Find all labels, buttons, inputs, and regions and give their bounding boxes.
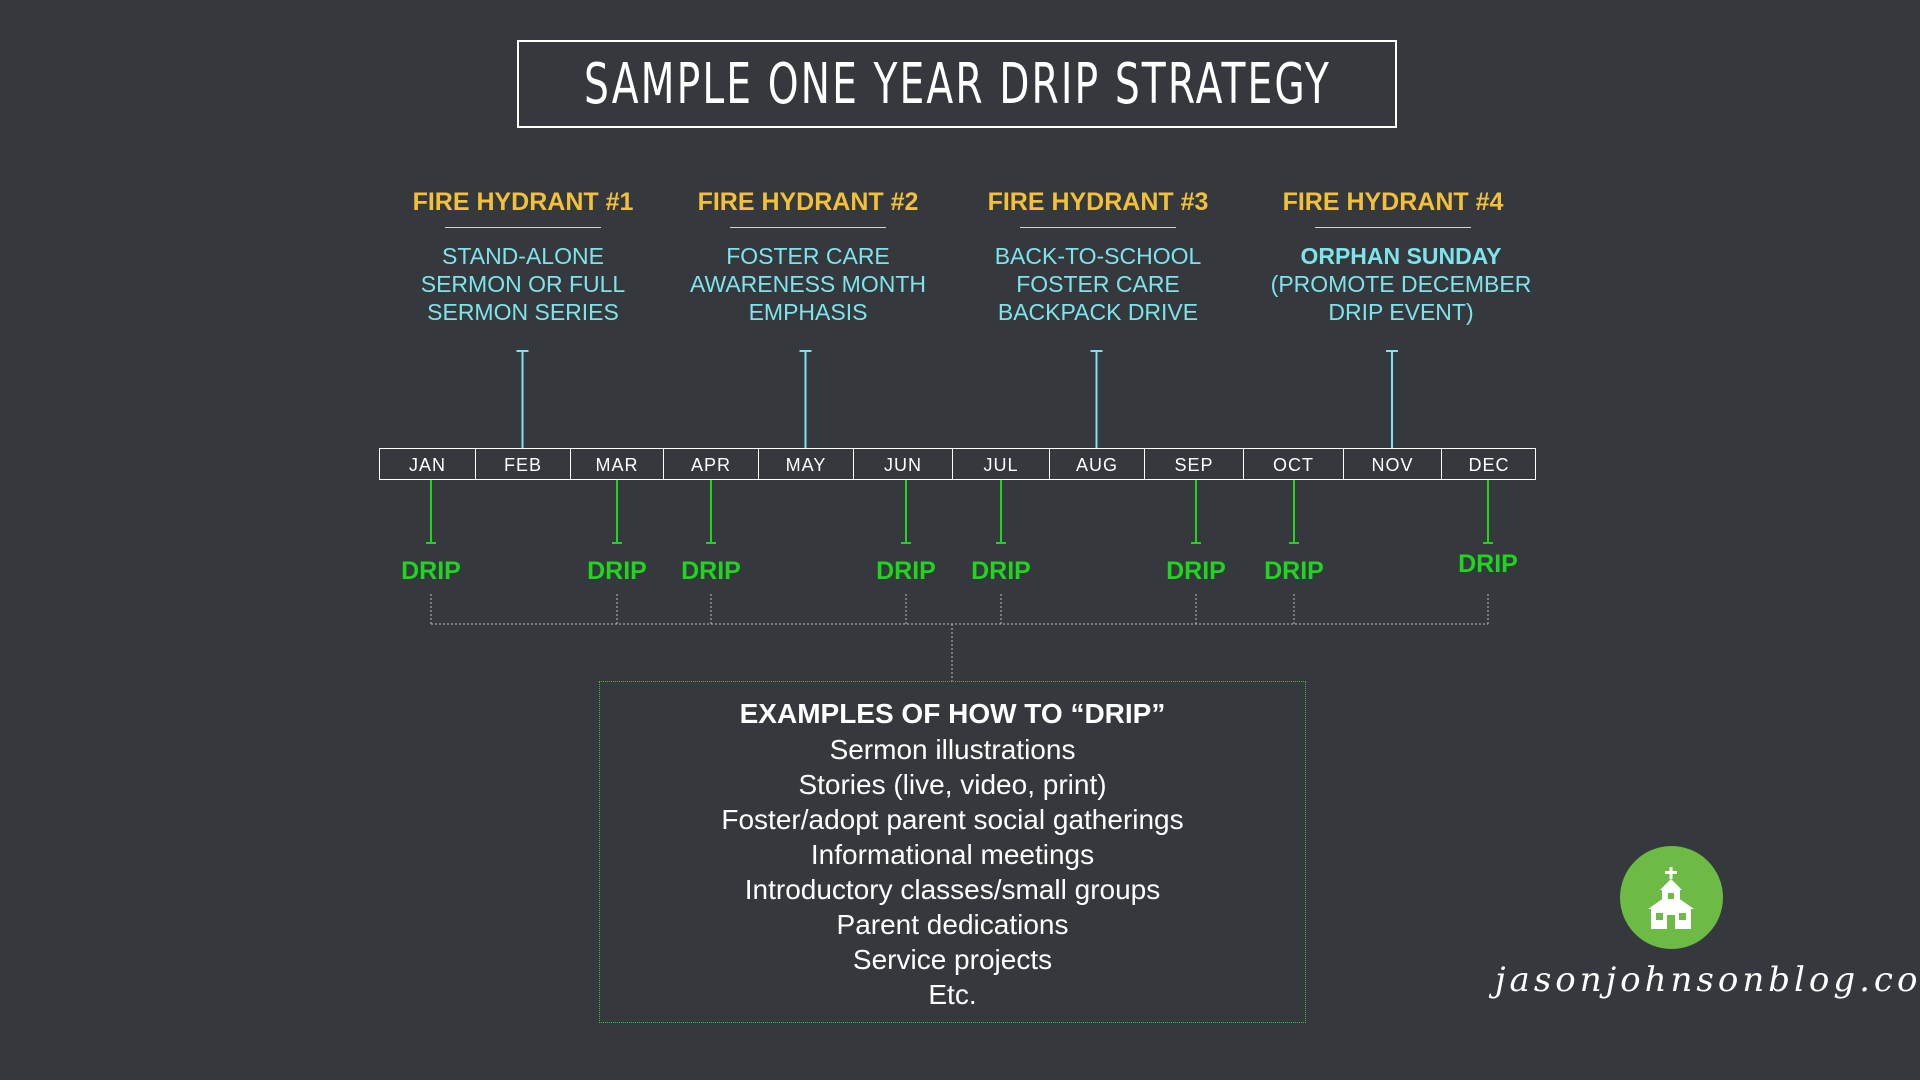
hydrant-description-line: SERMON OR FULL [420, 271, 626, 297]
example-item: Foster/adopt parent social gatherings [721, 804, 1184, 835]
hydrant-description-line: EMPHASIS [748, 299, 868, 325]
month-cell-jul: JUL [953, 449, 1050, 479]
hydrant-title: FIRE HYDRANT #2 [697, 188, 919, 216]
hydrant-title: FIRE HYDRANT #4 [1282, 188, 1504, 216]
hydrant-description-line: (PROMOTE DECEMBER [1270, 271, 1532, 297]
hydrant-description-line: BACKPACK DRIVE [997, 299, 1199, 325]
drip-label-jul: DRIP [971, 557, 1031, 585]
example-item: Parent dedications [836, 909, 1069, 940]
drip-label-sep: DRIP [1166, 557, 1226, 585]
example-item: Service projects [852, 944, 1053, 975]
month-cell-sep: SEP [1145, 449, 1244, 479]
month-cell-aug: AUG [1050, 449, 1145, 479]
hydrant-title: FIRE HYDRANT #3 [987, 188, 1209, 216]
example-item: Introductory classes/small groups [744, 874, 1161, 905]
hydrant-description-line: FOSTER CARE [726, 243, 890, 269]
month-cell-may: MAY [759, 449, 854, 479]
example-item: Etc. [928, 979, 977, 1010]
drip-label-mar: DRIP [587, 557, 647, 585]
month-cell-jun: JUN [854, 449, 953, 479]
month-cell-nov: NOV [1344, 449, 1442, 479]
page-title: SAMPLE ONE YEAR DRIP STRATEGY [583, 51, 1331, 117]
examples-title: EXAMPLES OF HOW TO “DRIP” [739, 698, 1166, 729]
drip-label-apr: DRIP [681, 557, 741, 585]
drip-label-jun: DRIP [876, 557, 936, 585]
hydrant-divider [730, 227, 886, 228]
title-box: SAMPLE ONE YEAR DRIP STRATEGY [517, 40, 1397, 128]
hydrant-title: FIRE HYDRANT #1 [412, 188, 634, 216]
examples-box: EXAMPLES OF HOW TO “DRIP” Sermon illustr… [599, 681, 1306, 1023]
month-cell-dec: DEC [1468, 455, 1510, 475]
hydrant-divider [1315, 227, 1471, 228]
example-item: Informational meetings [810, 839, 1095, 870]
hydrant-description-line: ORPHAN SUNDAY [1300, 243, 1502, 269]
hydrant-description-line: FOSTER CARE [1016, 271, 1180, 297]
hydrant-divider [445, 227, 601, 228]
month-cell-apr: APR [664, 449, 759, 479]
hydrant-divider [1020, 227, 1176, 228]
drip-label-oct: DRIP [1264, 557, 1324, 585]
month-cell-feb: FEB [476, 449, 571, 479]
month-cell-oct: OCT [1244, 449, 1344, 479]
drip-label-jan: DRIP [401, 557, 461, 585]
hydrant-description-line: SERMON SERIES [427, 299, 619, 325]
example-item: Stories (live, video, print) [798, 769, 1107, 800]
hydrant-description-line: BACK-TO-SCHOOL [994, 243, 1202, 269]
drip-label-dec: DRIP [1458, 550, 1518, 578]
hydrant-description-line: AWARENESS MONTH [690, 271, 926, 297]
hydrant-description-line: STAND-ALONE [442, 243, 604, 269]
month-cell-jan: JAN [380, 449, 476, 479]
example-item: Sermon illustrations [829, 734, 1076, 765]
website-text: jasonjohnsonblog.com [1495, 960, 1920, 1000]
hydrant-description-line: DRIP EVENT) [1328, 299, 1474, 325]
logo [1620, 846, 1723, 949]
church-icon [1648, 867, 1694, 929]
month-cell-mar: MAR [571, 449, 664, 479]
